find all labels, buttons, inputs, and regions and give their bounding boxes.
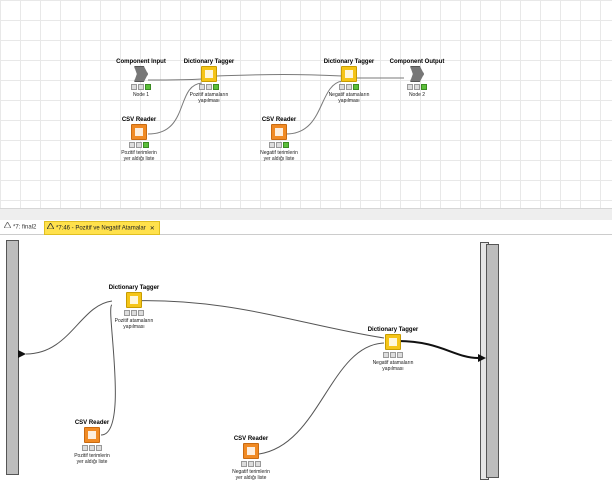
input-port-arrow — [478, 354, 486, 362]
connections-top — [147, 74, 404, 135]
connection[interactable] — [397, 340, 479, 359]
connection[interactable] — [215, 74, 343, 77]
node-status — [309, 84, 389, 90]
node-title: CSV Reader — [233, 436, 269, 442]
tab-label: *7: final2 — [13, 224, 37, 231]
tab-label: *7:46 - Pozitif ve Negatif Atamalar — [56, 225, 146, 232]
dictionary-tagger-icon[interactable] — [341, 66, 357, 82]
connection[interactable] — [125, 300, 385, 339]
node-status — [239, 142, 319, 148]
connection[interactable] — [258, 342, 385, 455]
csv-reader-icon[interactable] — [84, 427, 100, 443]
node-title: CSV Reader — [261, 117, 297, 123]
component-input-icon[interactable] — [134, 66, 148, 82]
dictionary-tagger-icon[interactable] — [201, 66, 217, 82]
node-title: Dictionary Tagger — [108, 285, 160, 291]
node-label: Node 1 — [132, 92, 150, 98]
workflow-canvas-top[interactable]: Component Input Node 1 Dictionary Tagger… — [0, 0, 612, 208]
connection[interactable] — [285, 80, 343, 135]
node-status — [99, 142, 179, 148]
node-status — [169, 84, 249, 90]
component-output-icon[interactable] — [410, 66, 424, 82]
output-port-arrow — [18, 350, 26, 358]
connections-bottom — [18, 300, 486, 455]
node-component-output[interactable]: Component Output Node 2 — [377, 59, 457, 98]
editor-tab-bar: *7: final2 *7:46 - Pozitif ve Negatif At… — [0, 220, 612, 235]
node-status — [94, 310, 174, 316]
node-title: Component Input — [116, 59, 166, 65]
node-label: Node 2 — [408, 92, 426, 98]
connection[interactable] — [147, 82, 203, 135]
tab-pozitif-negatif-atamalar[interactable]: *7:46 - Pozitif ve Negatif Atamalar✕ — [44, 221, 160, 235]
dictionary-tagger-icon[interactable] — [385, 334, 401, 350]
component-output-bar[interactable] — [486, 244, 499, 478]
node-title: Dictionary Tagger — [367, 327, 419, 333]
connection[interactable] — [25, 300, 113, 355]
csv-reader-icon[interactable] — [243, 443, 259, 459]
csv-reader-icon[interactable] — [131, 124, 147, 140]
warning-icon — [3, 221, 12, 233]
node-title: CSV Reader — [121, 117, 157, 123]
node-status — [101, 84, 181, 90]
connection[interactable] — [100, 304, 116, 436]
node-title: Component Output — [389, 59, 445, 65]
node-title: Dictionary Tagger — [323, 59, 375, 65]
node-component-input[interactable]: Component Input Node 1 — [101, 59, 181, 98]
node-title: CSV Reader — [74, 420, 110, 426]
node-title: Dictionary Tagger — [183, 59, 235, 65]
connection[interactable] — [147, 78, 203, 81]
close-icon[interactable]: ✕ — [149, 225, 155, 232]
node-status — [52, 445, 132, 451]
csv-reader-icon[interactable] — [271, 124, 287, 140]
tab-final2[interactable]: *7: final2 — [2, 221, 40, 233]
node-status — [353, 352, 433, 358]
dictionary-tagger-icon[interactable] — [126, 292, 142, 308]
node-status — [377, 84, 457, 90]
node-status — [211, 461, 291, 467]
warning-icon — [46, 222, 55, 234]
